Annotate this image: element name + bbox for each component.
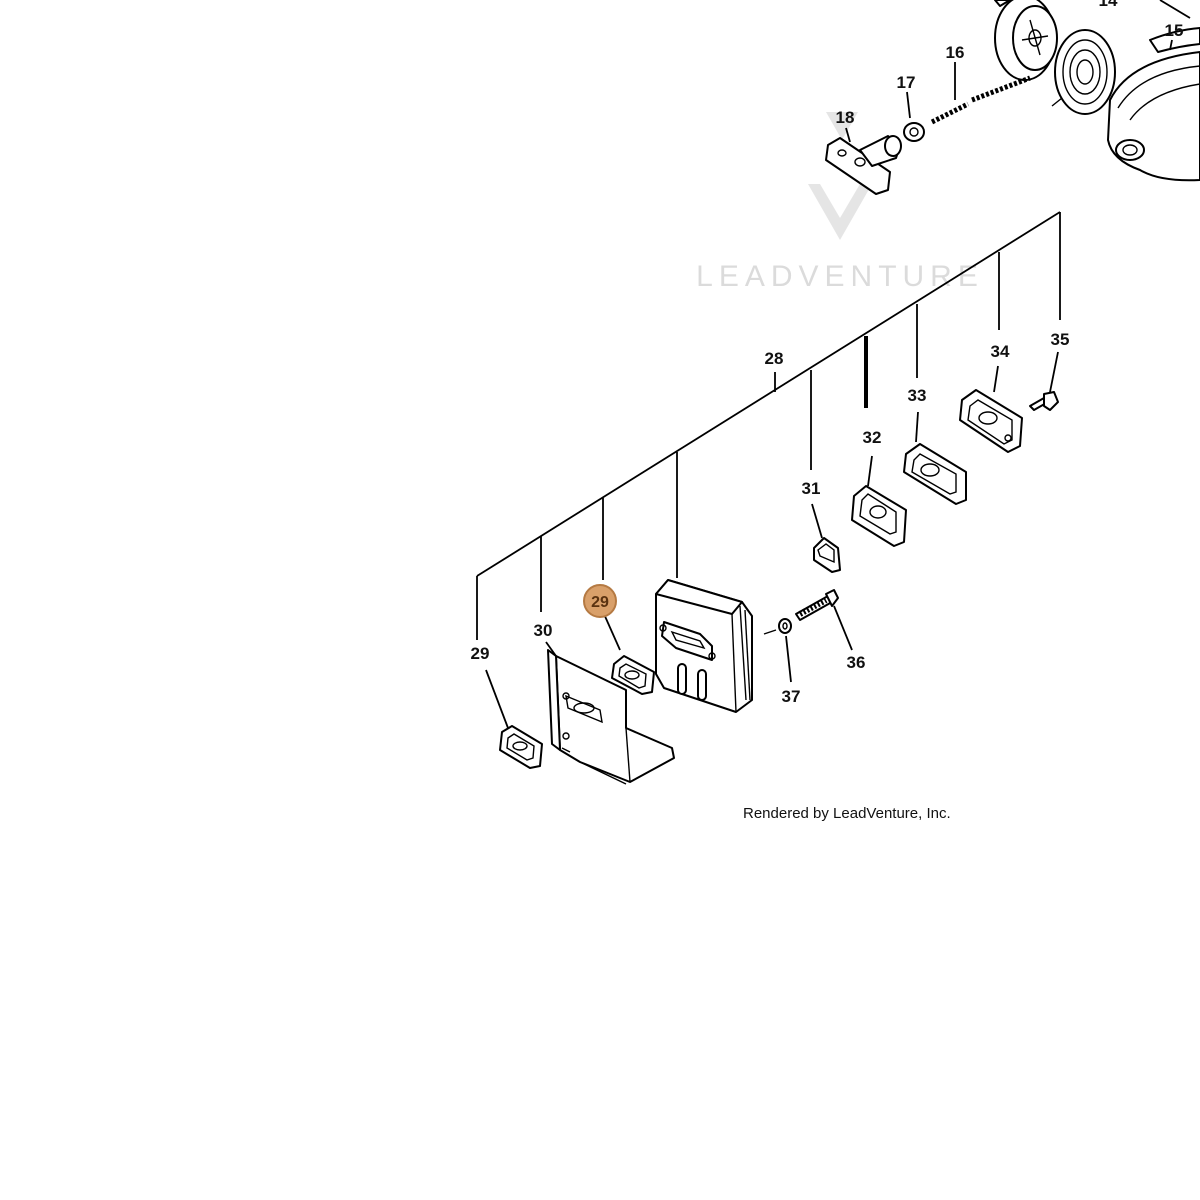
highlight-label: 29 [591, 594, 609, 611]
part-37-washer [763, 618, 792, 635]
leader-36 [833, 605, 853, 651]
leader-33 [915, 411, 919, 443]
callout-14[interactable]: 14 [1099, 0, 1118, 10]
callout-29-left[interactable]: 29 [471, 644, 490, 663]
part-16-starter-rope [930, 75, 1031, 125]
part-32-gasket [851, 485, 907, 547]
part-30-heat-shield [547, 649, 675, 785]
highlight-circle [583, 584, 617, 618]
part-33-gasket [903, 443, 967, 505]
callout-33[interactable]: 33 [908, 386, 927, 405]
leader-29-left [485, 669, 509, 729]
callout-18[interactable]: 18 [836, 108, 855, 127]
callout-28[interactable]: 28 [765, 349, 784, 368]
leader-15 [1169, 39, 1173, 51]
callout-17[interactable]: 17 [897, 73, 916, 92]
callout-32[interactable]: 32 [863, 428, 882, 447]
callout-34[interactable]: 34 [991, 342, 1010, 361]
leader-31 [811, 503, 823, 539]
part-14-recoil-spring [1051, 29, 1116, 115]
part-18-starter-handle [825, 135, 902, 195]
part-muffler [655, 579, 753, 713]
callout-15[interactable]: 15 [1165, 21, 1184, 40]
part-31-plate [813, 537, 841, 573]
part-13-rope-pulley [994, 0, 1058, 81]
render-credit: Rendered by LeadVenture, Inc. [743, 805, 951, 822]
part-29-gasket-left [499, 725, 543, 769]
part-15-starter-housing [1107, 27, 1200, 182]
callout-31[interactable]: 31 [802, 479, 821, 498]
part-36-bolt [795, 589, 839, 621]
part-34-gasket [959, 389, 1023, 453]
leader-30 [545, 641, 557, 657]
leader-32 [867, 455, 873, 487]
callout-30[interactable]: 30 [534, 621, 553, 640]
part-35-screw [1029, 391, 1059, 411]
watermark-brand: LEADVENTURE [696, 260, 984, 293]
leadventure-watermark: LEADVENTURE [696, 112, 984, 293]
kit-28-bracket [476, 211, 1061, 640]
leader-35 [1049, 351, 1059, 393]
leader-29-middle [603, 613, 621, 651]
leader-17 [906, 91, 911, 119]
leader-14 [1159, 0, 1191, 19]
part-29-gasket-middle [611, 655, 655, 695]
part-17-rope-insert [903, 122, 925, 142]
leader-37 [785, 635, 792, 683]
callout-16[interactable]: 16 [946, 43, 965, 62]
callout-37[interactable]: 37 [782, 687, 801, 706]
callout-35[interactable]: 35 [1051, 330, 1070, 349]
leader-34 [993, 365, 999, 393]
leadventure-logo-icon [808, 112, 872, 240]
leader-18 [845, 127, 851, 143]
callout-36[interactable]: 36 [847, 653, 866, 672]
highlight-marker-29[interactable]: 29 [583, 584, 617, 618]
